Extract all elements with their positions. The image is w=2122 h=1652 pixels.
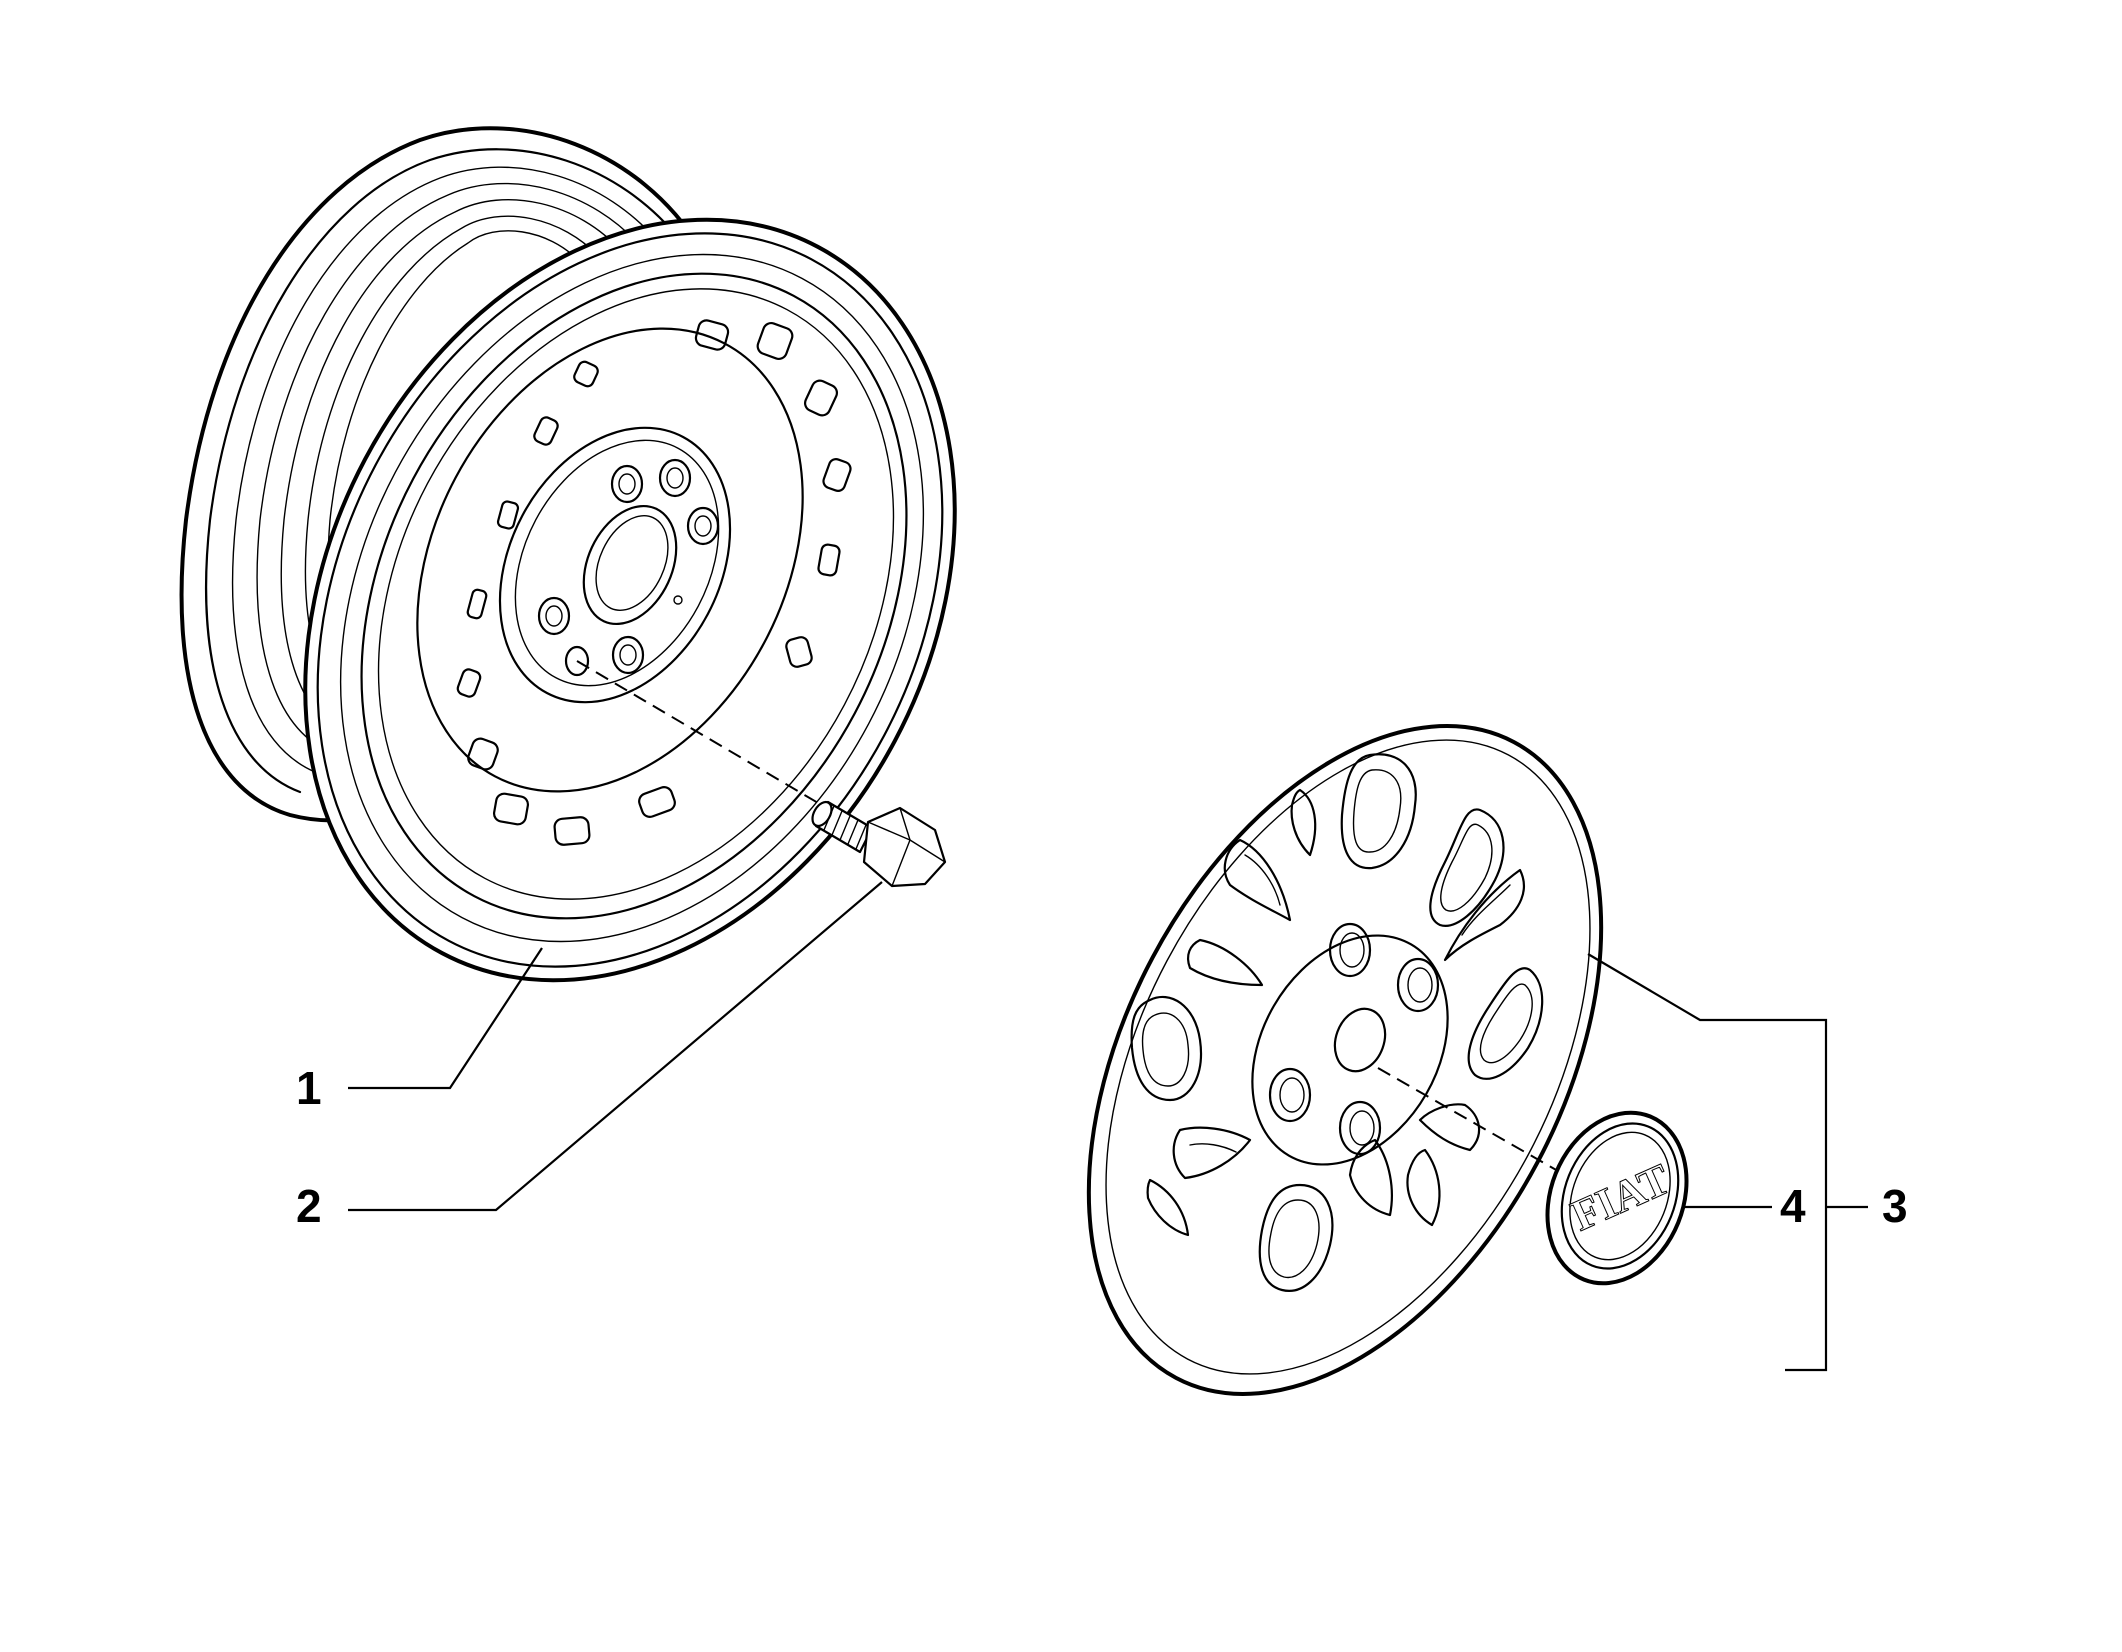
wheel-bolt [576, 660, 947, 888]
vent-hole [785, 636, 813, 668]
vent-hole [467, 737, 499, 771]
hubcap-center-badge [1333, 1007, 1387, 1073]
vent-hole [456, 668, 482, 698]
hubcap-outline [1086, 724, 1604, 1396]
rim-barrel-line [205, 148, 682, 794]
hubcap-spoke-windows [1130, 753, 1544, 1292]
rim-center-bore [582, 504, 678, 626]
bolt-hex-edge [891, 839, 911, 887]
vent-hole [694, 319, 730, 351]
rim-front-flange [303, 217, 957, 983]
wheel-hubcap: FIAT [1086, 724, 1604, 1396]
callout-3: 3 [1882, 1180, 1908, 1232]
rim-hub-plate [498, 426, 732, 704]
rim-bead-seat [339, 253, 925, 943]
badge-face [1560, 1122, 1680, 1270]
badge-outer-ring [1545, 1110, 1689, 1286]
rim-ventilation-holes [456, 319, 852, 846]
badge-face-ring [1569, 1131, 1671, 1261]
vent-hole [553, 816, 591, 846]
bolt-hole-inner [694, 515, 712, 537]
bolt-hex-edge [867, 821, 911, 841]
bolt-hex-head [862, 806, 947, 888]
spoke-window [1467, 967, 1544, 1080]
bolt-hole [611, 635, 645, 675]
rim-front-flange-inner [316, 232, 944, 968]
vent-hole [638, 786, 676, 818]
lug-boss [1396, 957, 1440, 1013]
rim-barrel-line [231, 166, 661, 773]
spoke-window [1130, 995, 1203, 1102]
rim-well [360, 272, 908, 920]
vent-hole [822, 458, 852, 492]
hubcap-rim-line [1105, 739, 1591, 1375]
fiat-center-badge: FIAT [1545, 1110, 1689, 1286]
vent-hole [803, 379, 839, 417]
vent-hole [492, 792, 530, 826]
bolt-hole [610, 464, 644, 504]
vent-hole [496, 500, 520, 530]
leader-line-3 [1587, 953, 1828, 1372]
rim-back-flange [179, 126, 702, 823]
lug-boss [1338, 1100, 1382, 1156]
rim-bolt-holes [537, 458, 720, 677]
vent-hole [817, 543, 841, 577]
vent-hole [533, 416, 559, 446]
bolt-hole [564, 645, 590, 677]
hubcap-spoke-arms [1146, 788, 1525, 1237]
spoke-window [1429, 808, 1505, 927]
bolt-hole [537, 596, 571, 636]
callout-1: 1 [296, 1062, 322, 1114]
hubcap-lug-bosses [1268, 922, 1440, 1156]
bolt-hole-inner [618, 473, 636, 495]
steel-wheel-rim [179, 126, 957, 983]
rim-center-bore-inner [595, 515, 669, 611]
spoke-window [1340, 753, 1417, 870]
vent-hole [466, 588, 488, 620]
vent-hole [756, 321, 794, 361]
bolt-hole [686, 506, 720, 546]
callout-4: 4 [1780, 1180, 1806, 1232]
callout-2: 2 [296, 1180, 322, 1232]
spoke-window [1258, 1183, 1334, 1292]
bolt-hole-inner [545, 605, 563, 627]
rim-barrel-line [256, 182, 643, 753]
rim-well-inner [377, 288, 895, 900]
bolt-thread [823, 805, 867, 850]
leader-line-1 [348, 947, 543, 1090]
bolt-hole-inner [619, 644, 637, 666]
lug-boss [1328, 922, 1372, 978]
hubcap-center-plate [1251, 934, 1449, 1166]
bolt-axis-line [576, 660, 831, 811]
leader-line-2 [348, 881, 883, 1212]
bolt-hole [658, 458, 692, 498]
rim-barrel-line [280, 199, 623, 735]
lug-boss [1268, 1067, 1312, 1123]
valve-hole [673, 595, 683, 605]
vent-hole [573, 360, 599, 388]
leader-lines [348, 881, 1868, 1372]
bolt-hole-inner [666, 467, 684, 489]
rim-hub-plate-inner [514, 439, 720, 687]
badge-axis-line [1377, 1067, 1566, 1176]
